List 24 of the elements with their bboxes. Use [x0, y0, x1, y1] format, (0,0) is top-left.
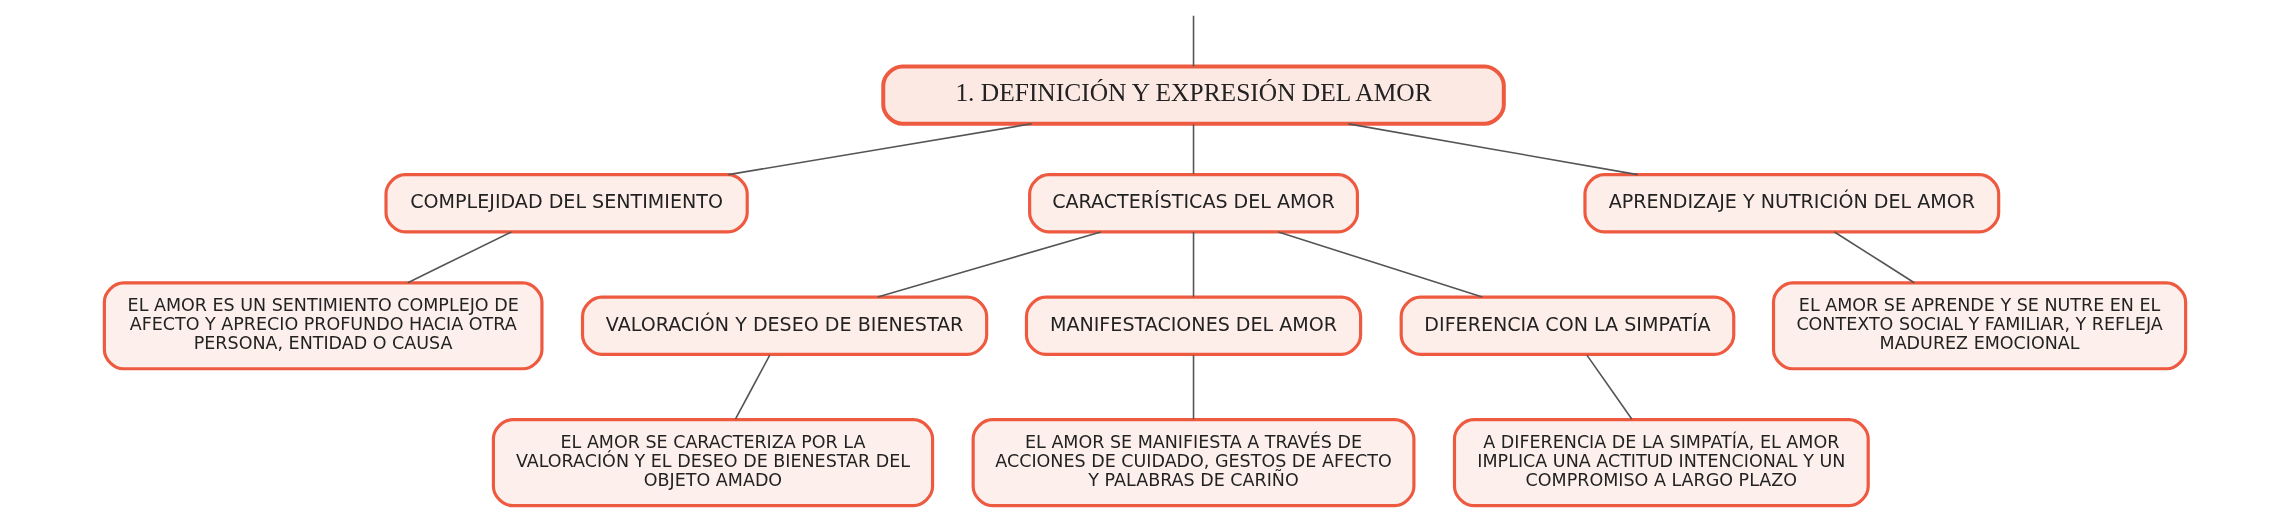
connector — [1585, 354, 1633, 420]
node-box: MANIFESTACIONES DEL AMOR — [1024, 295, 1362, 357]
connector — [1277, 231, 1483, 298]
node-box: EL AMOR ES UN SENTIMIENTO COMPLEJO DE AFECTO Y APRECIO PROFUNDO HACIA OTRA PERSONA, ENTIDAD O CAUSA — [102, 281, 544, 371]
connector — [406, 231, 512, 284]
connector — [876, 231, 1102, 298]
connector — [1192, 14, 1194, 68]
node-box: EL AMOR SE CARACTERIZA POR LA VALORACIÓN Y EL DESEO DE BIENESTAR DEL OBJETO AMADO — [491, 418, 934, 508]
connector — [1192, 123, 1194, 175]
node-box: CARACTERÍSTICAS DEL AMOR — [1027, 173, 1359, 234]
connector — [727, 123, 1032, 176]
connector — [1347, 123, 1638, 176]
node-box: DIFERENCIA CON LA SIMPATÍA — [1399, 295, 1735, 357]
connector — [1192, 231, 1194, 298]
connector — [1833, 231, 1915, 284]
connector — [1192, 354, 1194, 420]
node-box: EL AMOR SE MANIFIESTA A TRAVÉS DE ACCIONES DE CUIDADO, GESTOS DE AFECTO Y PALABRAS DE CARIÑO — [971, 418, 1415, 508]
node-box: A DIFERENCIA DE LA SIMPATÍA, EL AMOR IMPLICA UNA ACTITUD INTENCIONAL Y UN COMPROMISO A LARGO PLAZO — [1452, 418, 1870, 508]
node-box: VALORACIÓN Y DESEO DE BIENESTAR — [580, 295, 988, 357]
node-box: 1. DEFINICIÓN Y EXPRESIÓN DEL AMOR — [880, 64, 1506, 126]
node-box: APRENDIZAJE Y NUTRICIÓN DEL AMOR — [1582, 173, 2000, 234]
node-box: EL AMOR SE APRENDE Y SE NUTRE EN EL CONTEXTO SOCIAL Y FAMILIAR, Y REFLEJA MADUREZ EMOCIONAL — [1771, 281, 2187, 371]
node-box: COMPLEJIDAD DEL SENTIMIENTO — [383, 173, 749, 234]
connector — [734, 354, 771, 420]
